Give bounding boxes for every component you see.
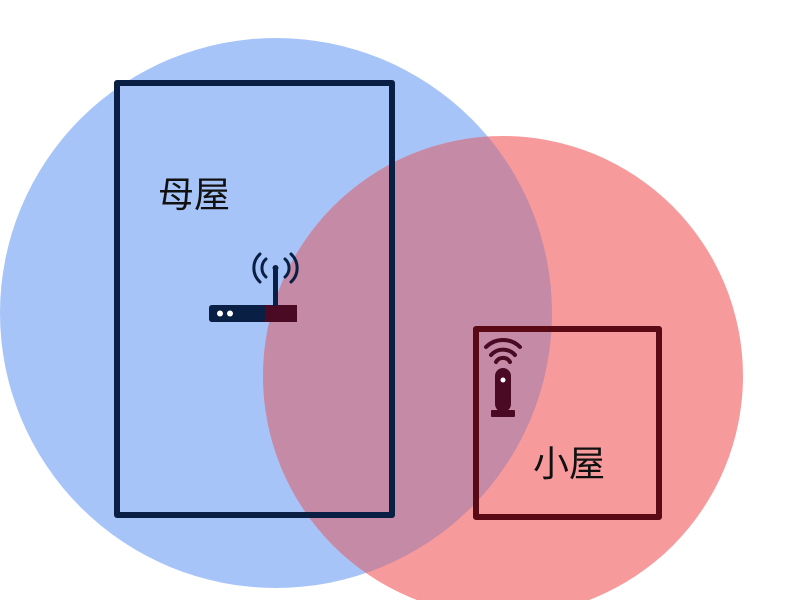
wifi-router-icon: [209, 252, 299, 322]
wifi-extender-icon: [484, 337, 522, 417]
cabin-label: 小屋: [533, 444, 605, 485]
main-house-outline: [114, 80, 395, 518]
main-house-label: 母屋: [158, 175, 230, 216]
cabin-outline: [473, 326, 662, 520]
